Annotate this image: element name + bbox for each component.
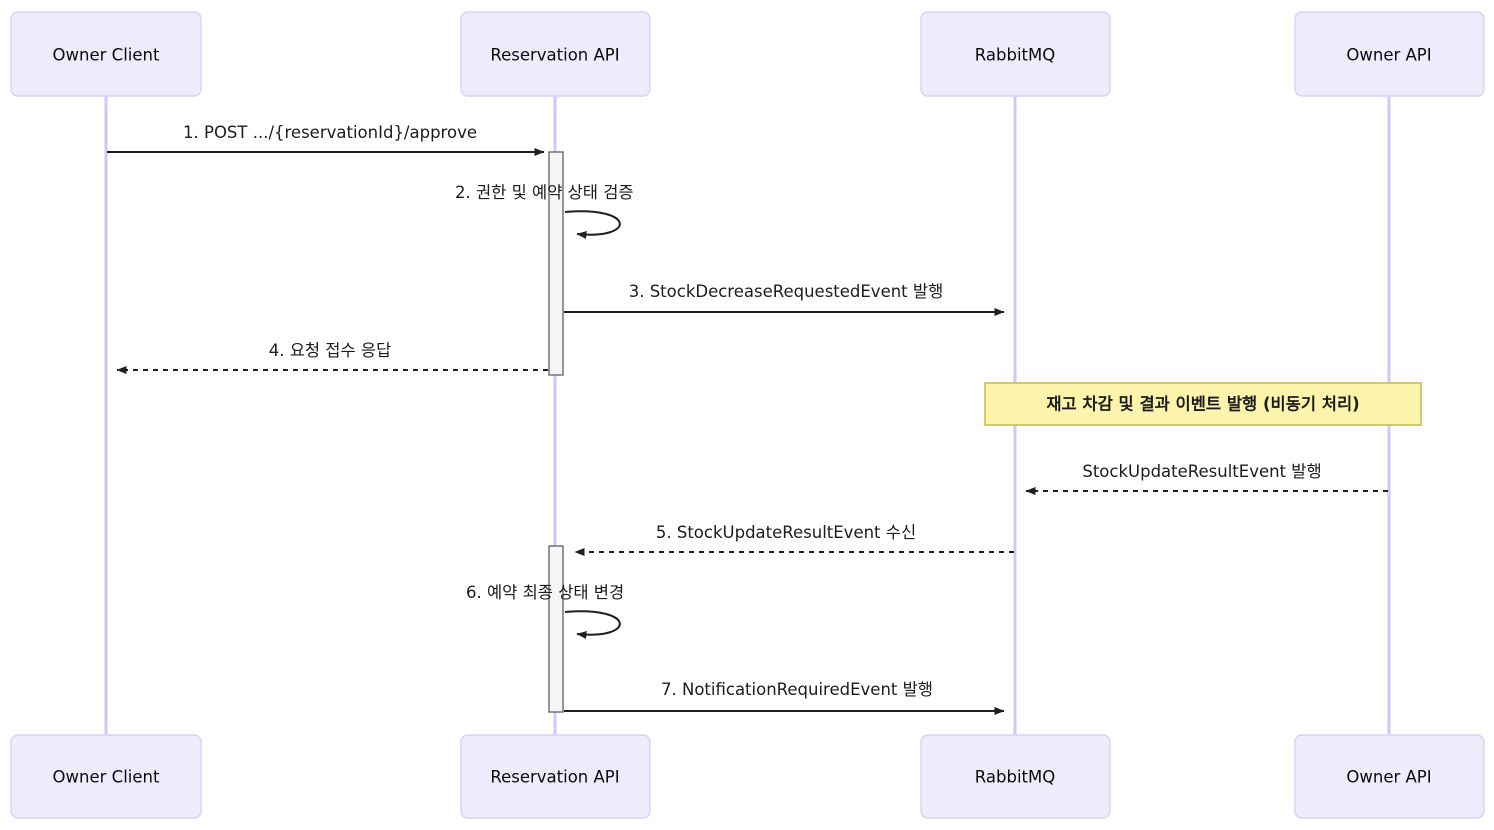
participant-box-reservation-api[interactable]	[460, 11, 651, 97]
participant-label-reservation-api: Reservation API	[490, 46, 619, 65]
message-1: 1. POST .../{reservationId}/approve	[107, 123, 545, 156]
message-label-7: 7. NotificationRequiredEvent 발행	[661, 680, 933, 699]
note-box-async-note	[984, 382, 1422, 426]
message-3: 3. StockDecreaseRequestedEvent 발행	[564, 282, 1005, 316]
participant-header-rabbitmq[interactable]: RabbitMQ	[920, 11, 1111, 97]
message-2: 2. 권한 및 예약 상태 검증	[455, 183, 634, 239]
participant-label-rabbitmq-bottom: RabbitMQ	[975, 768, 1055, 787]
participant-label-reservation-api-bottom: Reservation API	[490, 768, 619, 787]
participant-label-owner-client: Owner Client	[53, 46, 160, 65]
participant-box-owner-client[interactable]	[10, 11, 202, 97]
participant-footer-rabbitmq[interactable]: RabbitMQ	[920, 734, 1111, 819]
participant-header-reservation-api[interactable]: Reservation API	[460, 11, 651, 97]
message-selfloop-6	[564, 610, 621, 639]
message-label-stock-update-result-publish: StockUpdateResultEvent 발행	[1082, 462, 1321, 481]
participant-label-owner-api: Owner API	[1346, 46, 1431, 65]
participant-header-owner-client[interactable]: Owner Client	[10, 11, 202, 97]
message-5: 5. StockUpdateResultEvent 수신	[574, 523, 1014, 556]
participant-footer-reservation-api[interactable]: Reservation API	[460, 734, 651, 819]
message-label-5: 5. StockUpdateResultEvent 수신	[656, 523, 916, 542]
note-label-async-note: 재고 차감 및 결과 이벤트 발행 (비동기 처리)	[1046, 394, 1359, 414]
activation-bar-reservation-api-2	[548, 545, 564, 713]
participant-label-rabbitmq: RabbitMQ	[975, 46, 1055, 65]
participant-label-owner-client-bottom: Owner Client	[53, 768, 160, 787]
participant-header-owner-api[interactable]: Owner API	[1294, 11, 1485, 97]
message-label-2: 2. 권한 및 예약 상태 검증	[455, 183, 634, 202]
participant-box-owner-api-bottom[interactable]	[1294, 734, 1485, 819]
message-stock-update-result-publish: StockUpdateResultEvent 발행	[1025, 462, 1388, 495]
participant-box-reservation-api-bottom[interactable]	[460, 734, 651, 819]
participant-box-rabbitmq[interactable]	[920, 11, 1111, 97]
message-selfloop-2	[564, 210, 621, 239]
message-6: 6. 예약 최종 상태 변경	[466, 583, 624, 639]
participant-box-owner-client-bottom[interactable]	[10, 734, 202, 819]
message-4: 4. 요청 접수 응답	[116, 341, 548, 374]
message-label-4: 4. 요청 접수 응답	[269, 341, 392, 360]
participant-label-owner-api-bottom: Owner API	[1346, 768, 1431, 787]
participant-footer-owner-api[interactable]: Owner API	[1294, 734, 1485, 819]
message-label-1: 1. POST .../{reservationId}/approve	[183, 123, 477, 142]
participant-box-rabbitmq-bottom[interactable]	[920, 734, 1111, 819]
message-label-3: 3. StockDecreaseRequestedEvent 발행	[629, 282, 944, 301]
activation-bar-reservation-api-1	[548, 151, 564, 376]
note-async-note: 재고 차감 및 결과 이벤트 발행 (비동기 처리)	[984, 382, 1422, 426]
message-label-6: 6. 예약 최종 상태 변경	[466, 583, 624, 602]
participant-box-owner-api[interactable]	[1294, 11, 1485, 97]
message-7: 7. NotificationRequiredEvent 발행	[564, 680, 1005, 715]
participant-footer-owner-client[interactable]: Owner Client	[10, 734, 202, 819]
